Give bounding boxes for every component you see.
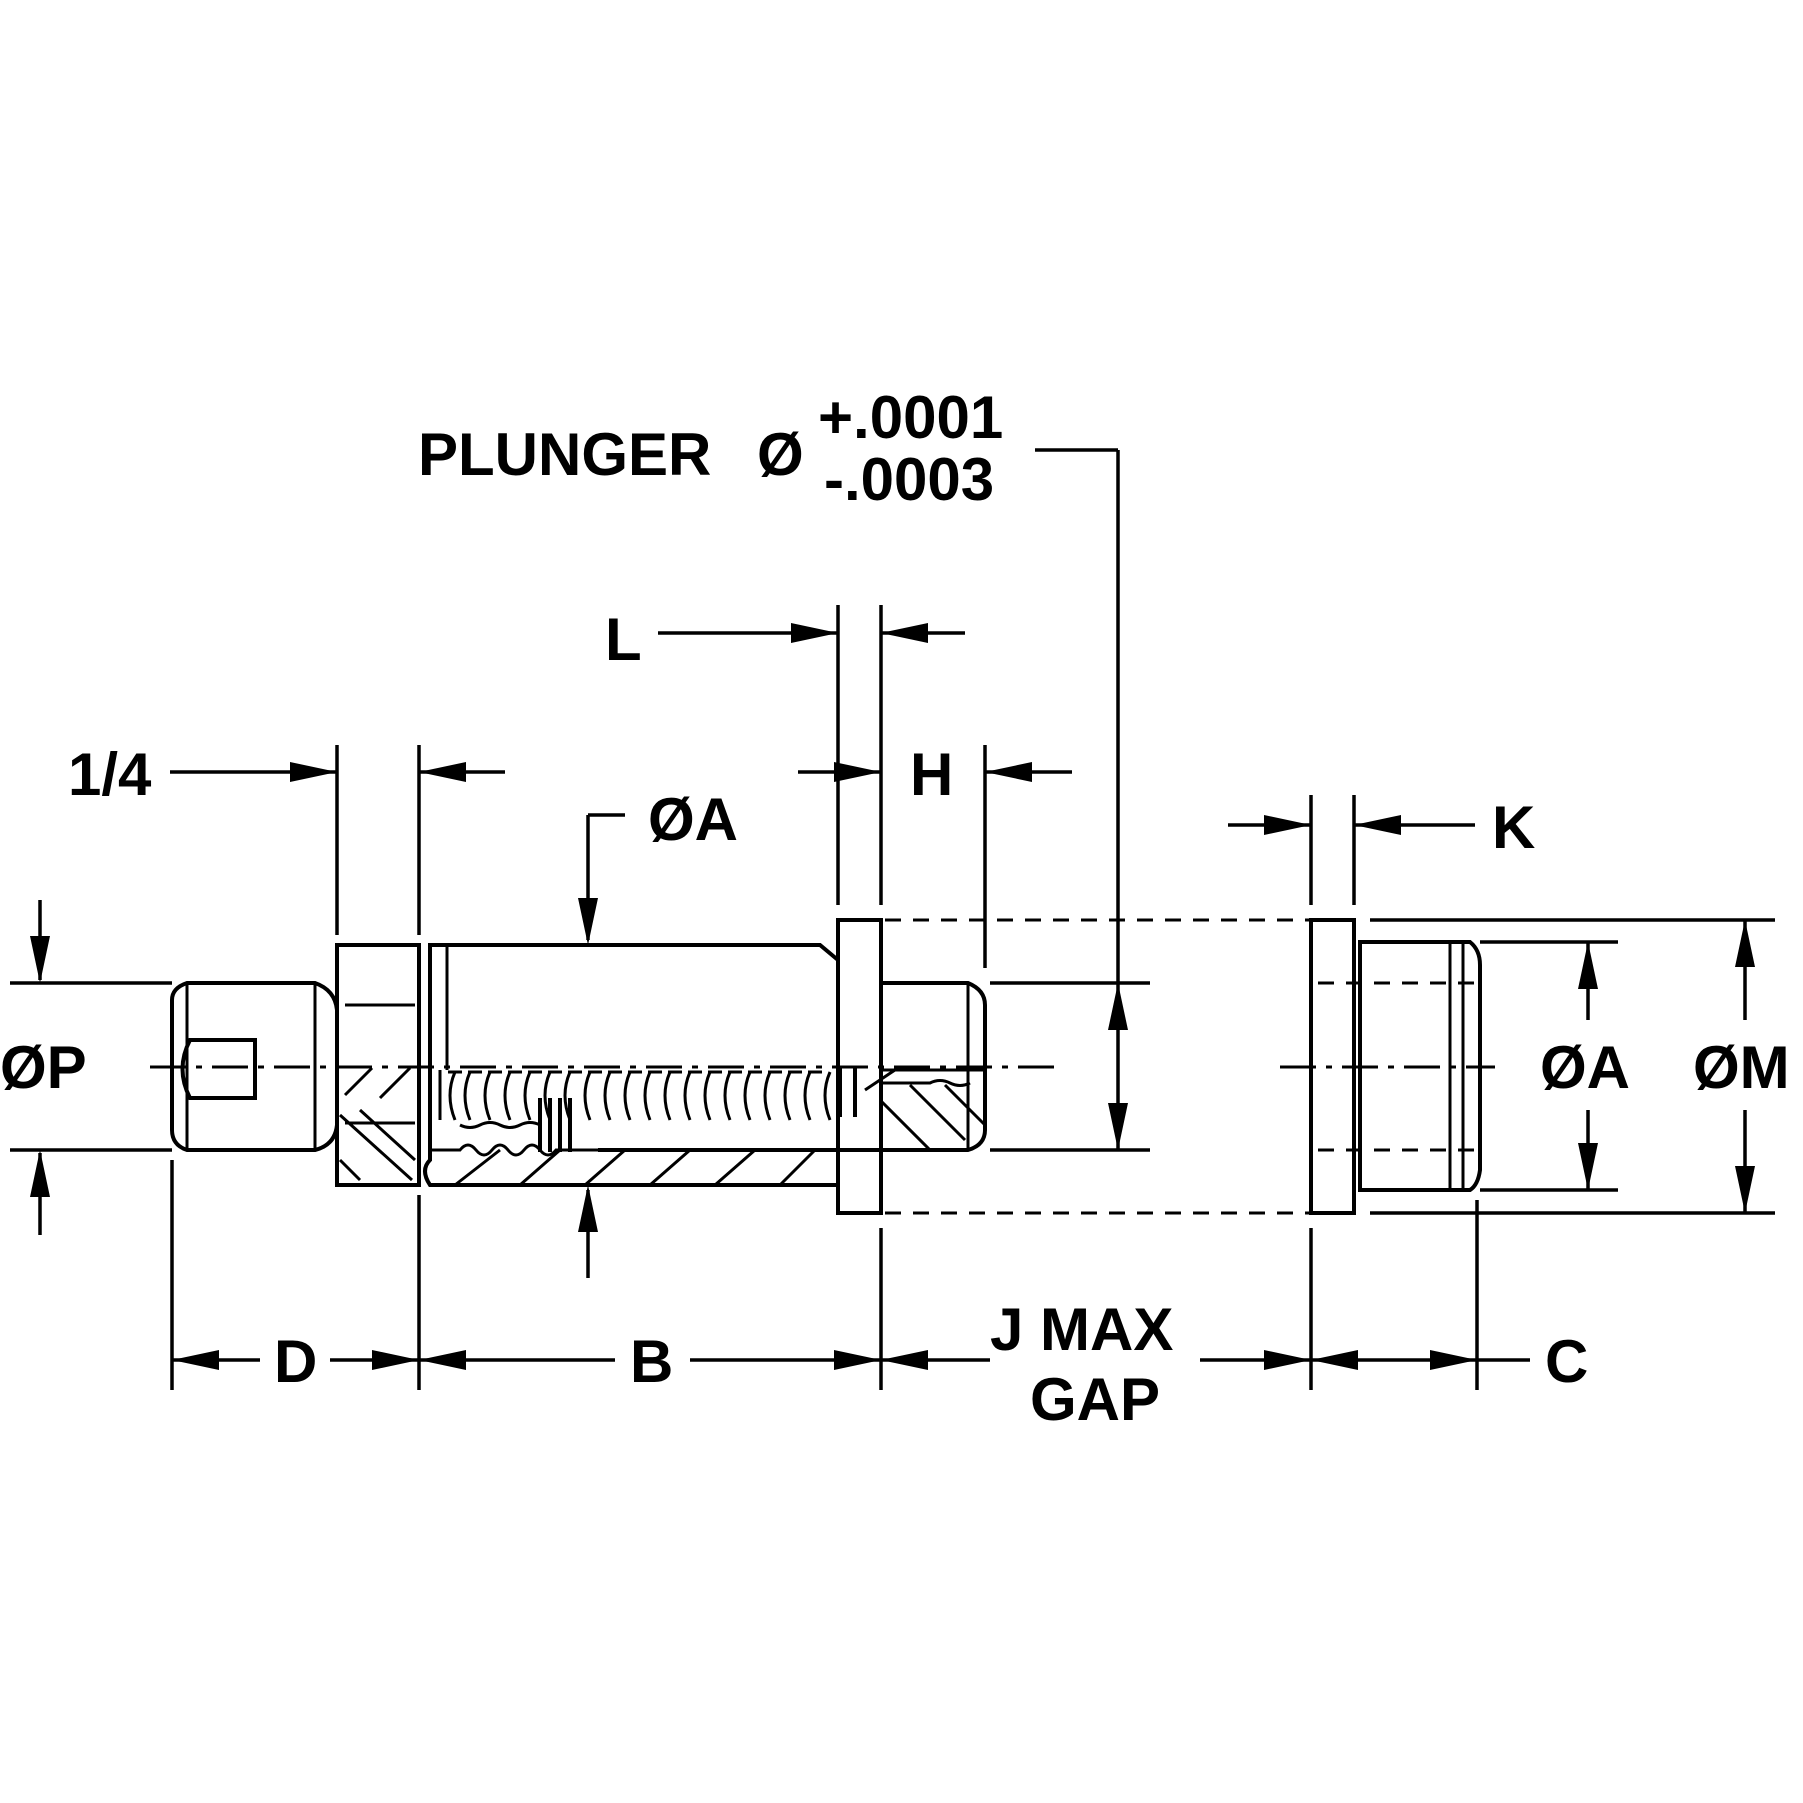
tolerance-minus: -.0003	[824, 446, 994, 513]
dim-quarter: 1/4	[68, 741, 505, 935]
dim-K: K	[1228, 794, 1535, 905]
label-dia-A-bushing: ØA	[1540, 1034, 1630, 1101]
plunger-dia-symbol: Ø	[757, 421, 804, 488]
label-gap: GAP	[1030, 1366, 1160, 1433]
dim-plunger-diameter: PLUNGER Ø +.0001 -.0003	[418, 384, 1150, 1152]
tolerance-plus: +.0001	[818, 384, 1003, 451]
label-D: D	[274, 1328, 317, 1395]
label-K: K	[1492, 794, 1535, 861]
dim-bushing-od: ØM	[1370, 918, 1790, 1215]
dim-bushing-bore: ØA	[1480, 940, 1630, 1192]
dim-H: H	[798, 741, 1072, 968]
label-dia-M: ØM	[1693, 1034, 1790, 1101]
dim-L: L	[605, 605, 965, 905]
dim-bottom-chain: D B J MAX GAP C	[170, 1160, 1588, 1433]
label-H: H	[910, 741, 953, 808]
label-L: L	[605, 606, 642, 673]
label-dia-P: ØP	[0, 1034, 87, 1101]
hex-knob	[170, 981, 339, 1152]
label-C: C	[1545, 1328, 1588, 1395]
label-B: B	[630, 1328, 673, 1395]
dim-knob-diameter: ØP	[0, 900, 172, 1235]
plunger-label: PLUNGER	[418, 421, 711, 488]
body-flange	[335, 943, 421, 1187]
section-hatching	[338, 1066, 987, 1187]
dim-body-diameter: ØA	[578, 786, 738, 1278]
label-dia-A-body: ØA	[648, 786, 738, 853]
plunger-head	[836, 918, 987, 1215]
projection-lines	[885, 918, 1310, 1215]
receiver-bushing	[1309, 918, 1482, 1215]
label-quarter: 1/4	[68, 741, 152, 808]
label-J-max: J MAX	[990, 1296, 1173, 1363]
spring-coils	[438, 1068, 857, 1152]
